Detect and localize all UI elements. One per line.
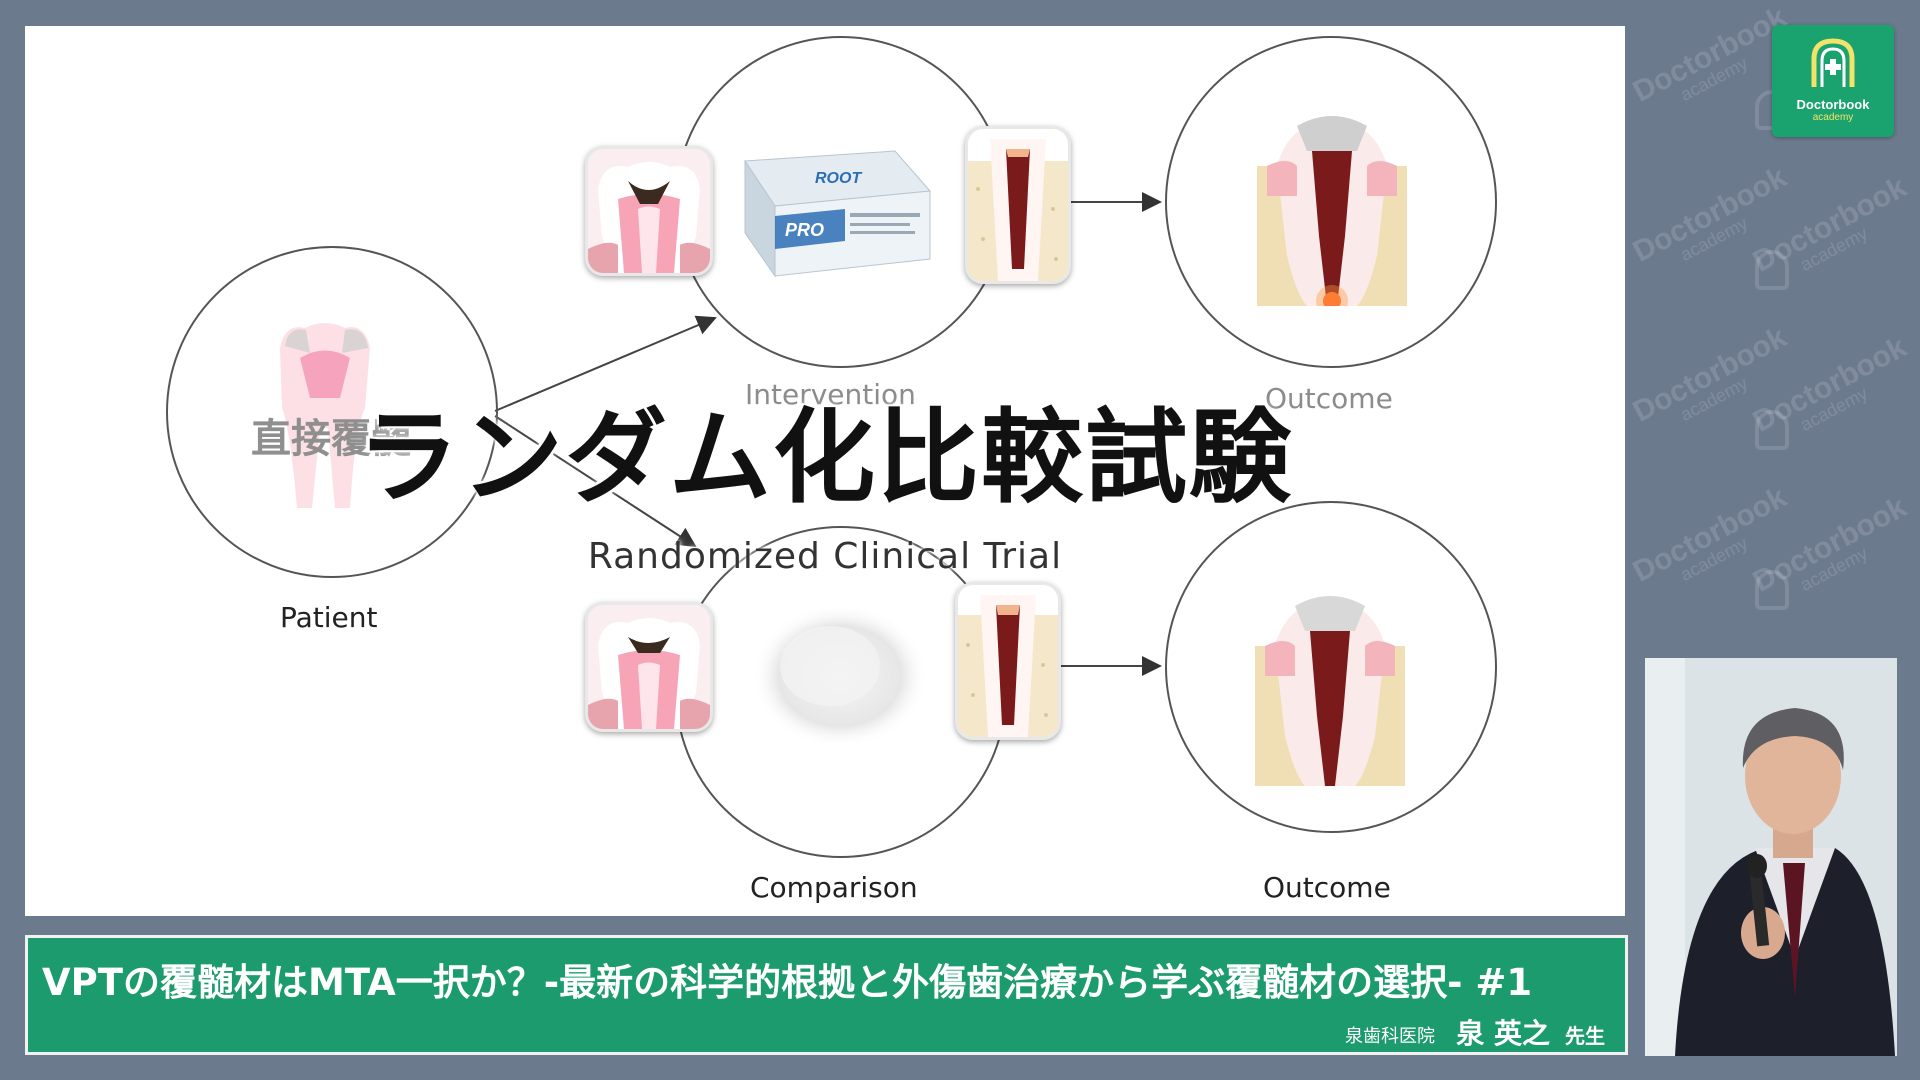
powder-material-icon: [750, 596, 930, 746]
speaker-name: 泉 英之: [1456, 1012, 1550, 1052]
lecture-title-banner: VPTの覆髄材はMTA一択か？-最新の科学的根拠と外傷歯治療から学ぶ覆髄材の選択…: [25, 935, 1628, 1055]
logo-sub: academy: [1772, 112, 1894, 123]
caries-tooth-icon: [588, 149, 710, 273]
patient-label: Patient: [280, 601, 378, 634]
clinic-name: 泉歯科医院: [1345, 1022, 1435, 1048]
presentation-slide: 直接覆髄 Patient Intervention PRO ROOT: [25, 26, 1625, 916]
doctorbook-logo: Doctorbook academy: [1772, 25, 1894, 137]
slide-title-jp: ランダム化比較試験: [25, 376, 1625, 523]
speaker-video: [1645, 658, 1897, 1056]
logo-name: Doctorbook: [1772, 97, 1894, 112]
proroot-mta-box-icon: PRO ROOT: [725, 141, 955, 291]
outcome-bottom-tooth-icon: [1255, 586, 1405, 786]
control-treated-tooth-icon: [958, 585, 1058, 737]
outcome-top-tooth-icon: [1257, 106, 1407, 306]
speaker-video-feed-icon: [1645, 658, 1897, 1056]
control-treated-tooth-card: [955, 582, 1061, 740]
slide-title-en: Randomized Clinical Trial: [25, 536, 1625, 577]
comparison-label: Comparison: [750, 871, 918, 904]
svg-text:ROOT: ROOT: [815, 170, 862, 187]
caries-tooth-card-comparison: [585, 602, 713, 732]
speaker-honorific: 先生: [1565, 1020, 1605, 1049]
mta-treated-tooth-card: [965, 126, 1071, 284]
doctorbook-shield-icon: [1810, 37, 1856, 93]
caries-tooth-icon: [588, 605, 710, 729]
outcome-bottom-label: Outcome: [1263, 871, 1391, 904]
caries-tooth-card: [585, 146, 713, 276]
watermark-shield-icon: [1755, 570, 1789, 610]
watermark-shield-icon: [1755, 410, 1789, 450]
lecture-title: VPTの覆髄材はMTA一択か？-最新の科学的根拠と外傷歯治療から学ぶ覆髄材の選択…: [42, 952, 1532, 1006]
mta-treated-tooth-icon: [968, 129, 1068, 281]
watermark-shield-icon: [1755, 250, 1789, 290]
svg-text:PRO: PRO: [785, 220, 824, 240]
